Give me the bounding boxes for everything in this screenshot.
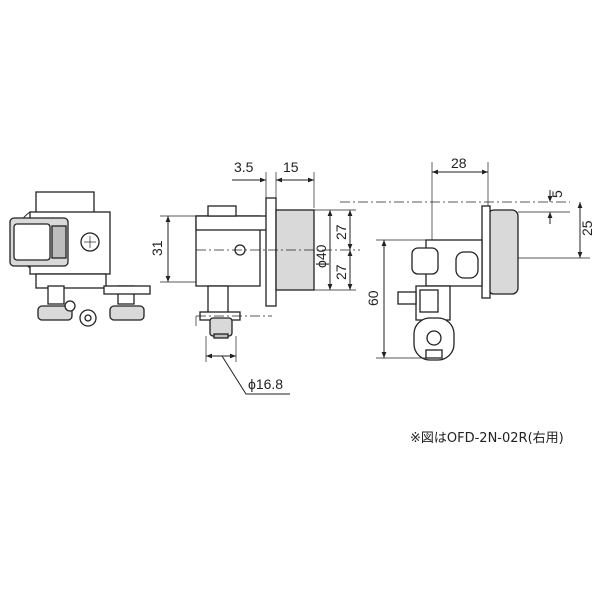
right-view [397, 205, 519, 361]
figure-note: ※図はOFD-2N-02R(右用) [410, 431, 564, 446]
dimension-lines [160, 162, 590, 395]
dim-15-label: 15 [283, 159, 299, 175]
dim-27-bottom-label: 27 [333, 264, 349, 280]
side-view [195, 197, 315, 339]
dim-phi16-8-label: ϕ16.8 [248, 376, 283, 392]
dim-60-label: 60 [365, 290, 381, 306]
dim-28-label: 28 [451, 155, 467, 171]
dim-25-label: 25 [579, 220, 595, 236]
dim-31-label: 31 [149, 240, 165, 256]
dim-27-top-label: 27 [333, 224, 349, 240]
dim-5-label: 5 [549, 190, 565, 198]
front-view [9, 191, 151, 327]
dim-phi40-label: ϕ40 [313, 244, 329, 268]
dim-3-5-label: 3.5 [234, 159, 254, 175]
